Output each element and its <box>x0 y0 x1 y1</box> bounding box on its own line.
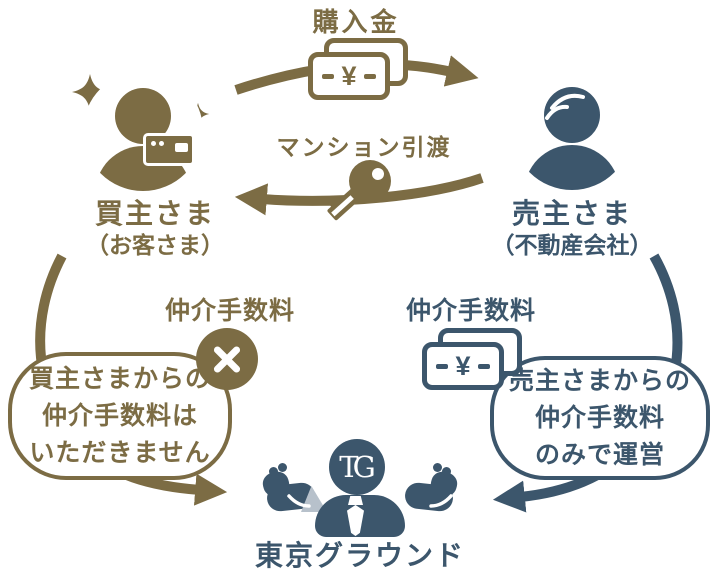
company-logo-text: TG <box>339 450 375 484</box>
seller-fee-label: 仲介手数料 <box>405 297 537 325</box>
company-logo: TG <box>329 439 385 495</box>
seller-fee-bubble: 売主さまからの 仲介手数料 のみで運営 <box>490 356 710 480</box>
yen-symbol: ¥ <box>341 60 357 91</box>
yen-symbol: ¥ <box>455 350 471 381</box>
bubble-line: 仲介手数料は <box>41 401 198 430</box>
sparkle-icon <box>72 74 108 110</box>
seller-avatar <box>512 70 632 190</box>
credit-card-icon <box>143 133 195 166</box>
company-name: 東京グラウンド <box>254 540 466 571</box>
bill-front: ¥ <box>422 342 504 390</box>
handover-label: マンション引渡 <box>276 134 452 160</box>
buyer-subtitle: （お客さま） <box>86 232 224 258</box>
bubble-line: 買主さまからの <box>28 364 211 393</box>
bill-dash <box>477 363 490 369</box>
seller-subtitle: （不動産会社） <box>491 232 653 258</box>
buyer-fee-bubble: 買主さまからの 仲介手数料は いただきません <box>8 352 232 480</box>
bubble-line: のみで運営 <box>534 440 665 469</box>
yen-bills-icon: ¥ <box>308 38 410 102</box>
bill-dash <box>363 73 376 79</box>
hair-swoosh-icon <box>545 93 585 120</box>
bill-front: ¥ <box>308 52 390 100</box>
bubble-line: いただきません <box>29 438 211 467</box>
cross-icon <box>196 328 258 390</box>
mascot-tie-icon <box>347 505 364 536</box>
company-mascot-icon: TG <box>260 418 460 558</box>
buyer-avatar <box>83 71 203 191</box>
bubble-line: 仲介手数料 <box>534 403 665 432</box>
mascot-tie-icon <box>348 496 363 505</box>
buyer-name: 買主さま <box>94 198 216 229</box>
buyer-fee-label: 仲介手数料 <box>164 297 296 325</box>
yen-bills-icon: ¥ <box>422 328 524 392</box>
bubble-line: 売主さまからの <box>508 366 691 395</box>
key-icon <box>327 160 391 221</box>
bill-dash <box>436 363 449 369</box>
mascot-cuff-lines <box>287 494 453 508</box>
purchase-label: 購入金 <box>312 7 400 37</box>
seller-name: 売主さま <box>511 198 633 229</box>
bill-dash <box>322 73 335 79</box>
